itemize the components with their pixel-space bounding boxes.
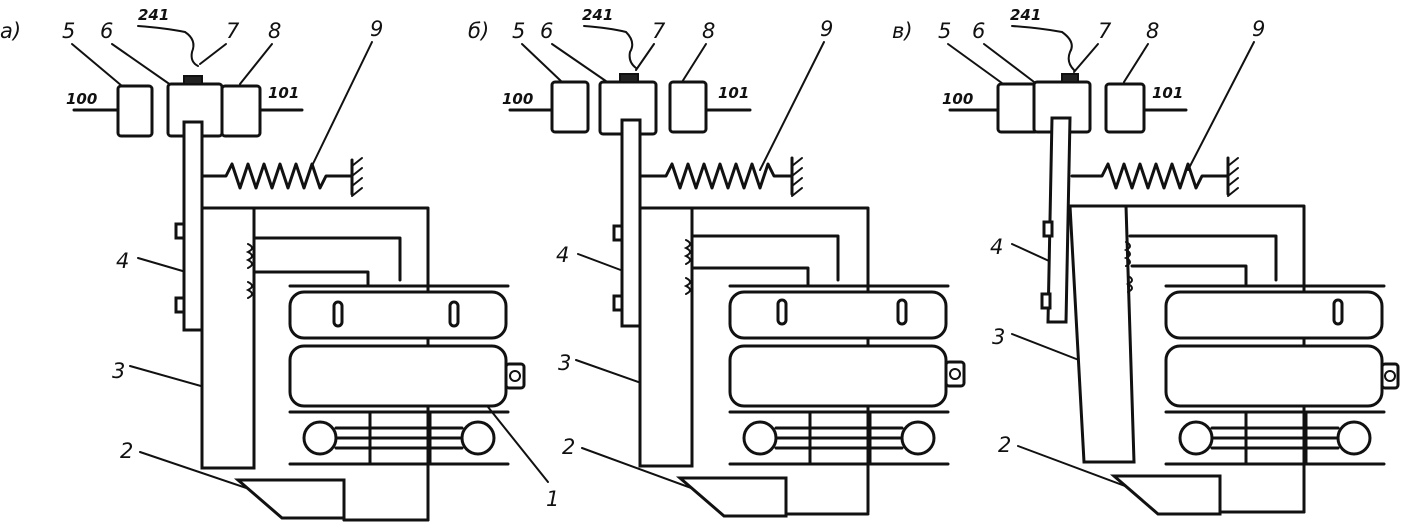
- label-9: 9: [1252, 17, 1265, 41]
- label-5: 5: [938, 19, 951, 43]
- lever-pin-top: [612, 224, 624, 242]
- yoke-3: [638, 206, 694, 468]
- armature-lever-4: [620, 118, 642, 328]
- label-7: 7: [652, 19, 666, 43]
- label-9: 9: [820, 17, 833, 41]
- label-3: 3: [992, 325, 1005, 349]
- label-8: 8: [702, 19, 715, 43]
- yoke-3: [1068, 204, 1136, 464]
- label-2: 2: [562, 435, 575, 459]
- panel-letter: в): [892, 19, 913, 43]
- panel-letter: а): [0, 19, 21, 43]
- lever-pin-bottom: [612, 294, 624, 312]
- label-2: 2: [120, 439, 133, 463]
- label-1: 1: [546, 487, 559, 511]
- roller-carriage: [728, 410, 950, 466]
- coil-1: [1164, 284, 1400, 414]
- label-8: 8: [1146, 19, 1159, 43]
- frame-outline: [252, 206, 430, 522]
- label-contact-left: 100: [942, 90, 973, 108]
- fixed-contact-5: [550, 80, 590, 134]
- label-contact-right: 101: [268, 84, 299, 102]
- label-6: 6: [100, 19, 113, 43]
- yoke-3: [200, 206, 256, 470]
- label-2: 2: [998, 433, 1011, 457]
- coil-1: [288, 284, 526, 414]
- label-contact-left: 100: [502, 90, 533, 108]
- roller-carriage: [288, 410, 510, 466]
- panel-b: б) 5 6 241 7 8 9 100 101 4 3 2: [468, 6, 966, 518]
- label-contact-right: 101: [1152, 84, 1183, 102]
- label-6: 6: [540, 19, 553, 43]
- fixed-contact-8: [220, 84, 262, 138]
- panel-letter: б): [468, 19, 489, 43]
- fixed-contact-8: [668, 80, 708, 134]
- leader-lines: [947, 25, 1255, 497]
- base-2: [1109, 474, 1222, 516]
- label-lead: 241: [138, 6, 169, 24]
- return-spring-9: [1070, 162, 1230, 190]
- fixed-contact-5: [996, 82, 1040, 134]
- label-3: 3: [112, 359, 125, 383]
- label-6: 6: [972, 19, 985, 43]
- label-lead: 241: [582, 6, 613, 24]
- fixed-contact-5: [116, 84, 154, 138]
- contact-tab-7: [1061, 73, 1079, 83]
- label-lead: 241: [1010, 6, 1041, 24]
- label-contact-right: 101: [718, 84, 749, 102]
- panel-c: в) 5 6 241 7 8 9 100 101 4 3 2: [892, 6, 1400, 516]
- contact-tab-7: [619, 73, 639, 83]
- base-2: [233, 478, 346, 520]
- label-4: 4: [990, 235, 1003, 259]
- label-contact-left: 100: [66, 90, 97, 108]
- label-4: 4: [116, 249, 129, 273]
- lever-pin-top: [174, 222, 186, 240]
- label-7: 7: [1098, 19, 1112, 43]
- label-8: 8: [268, 19, 281, 43]
- fixed-contact-8: [1104, 82, 1146, 134]
- contact-tab-7: [183, 75, 203, 85]
- panel-a: а) 5 6 241 7 8 9 100 101 4 3 2 1: [0, 6, 559, 522]
- coil-1: [728, 284, 966, 414]
- return-spring-9: [200, 162, 354, 190]
- label-4: 4: [556, 243, 569, 267]
- label-5: 5: [512, 19, 525, 43]
- frame-outline: [1124, 204, 1306, 514]
- roller-carriage: [1164, 410, 1386, 466]
- label-3: 3: [558, 351, 571, 375]
- label-5: 5: [62, 19, 75, 43]
- lever-pin-top: [1042, 220, 1054, 238]
- lever-pin-bottom: [174, 296, 186, 314]
- lever-pin-bottom: [1040, 292, 1052, 310]
- return-spring-9: [638, 162, 794, 190]
- label-7: 7: [226, 19, 240, 43]
- base-2: [675, 476, 788, 518]
- armature-lever-4: [1046, 116, 1072, 324]
- armature-lever-4: [182, 120, 204, 332]
- label-9: 9: [370, 17, 383, 41]
